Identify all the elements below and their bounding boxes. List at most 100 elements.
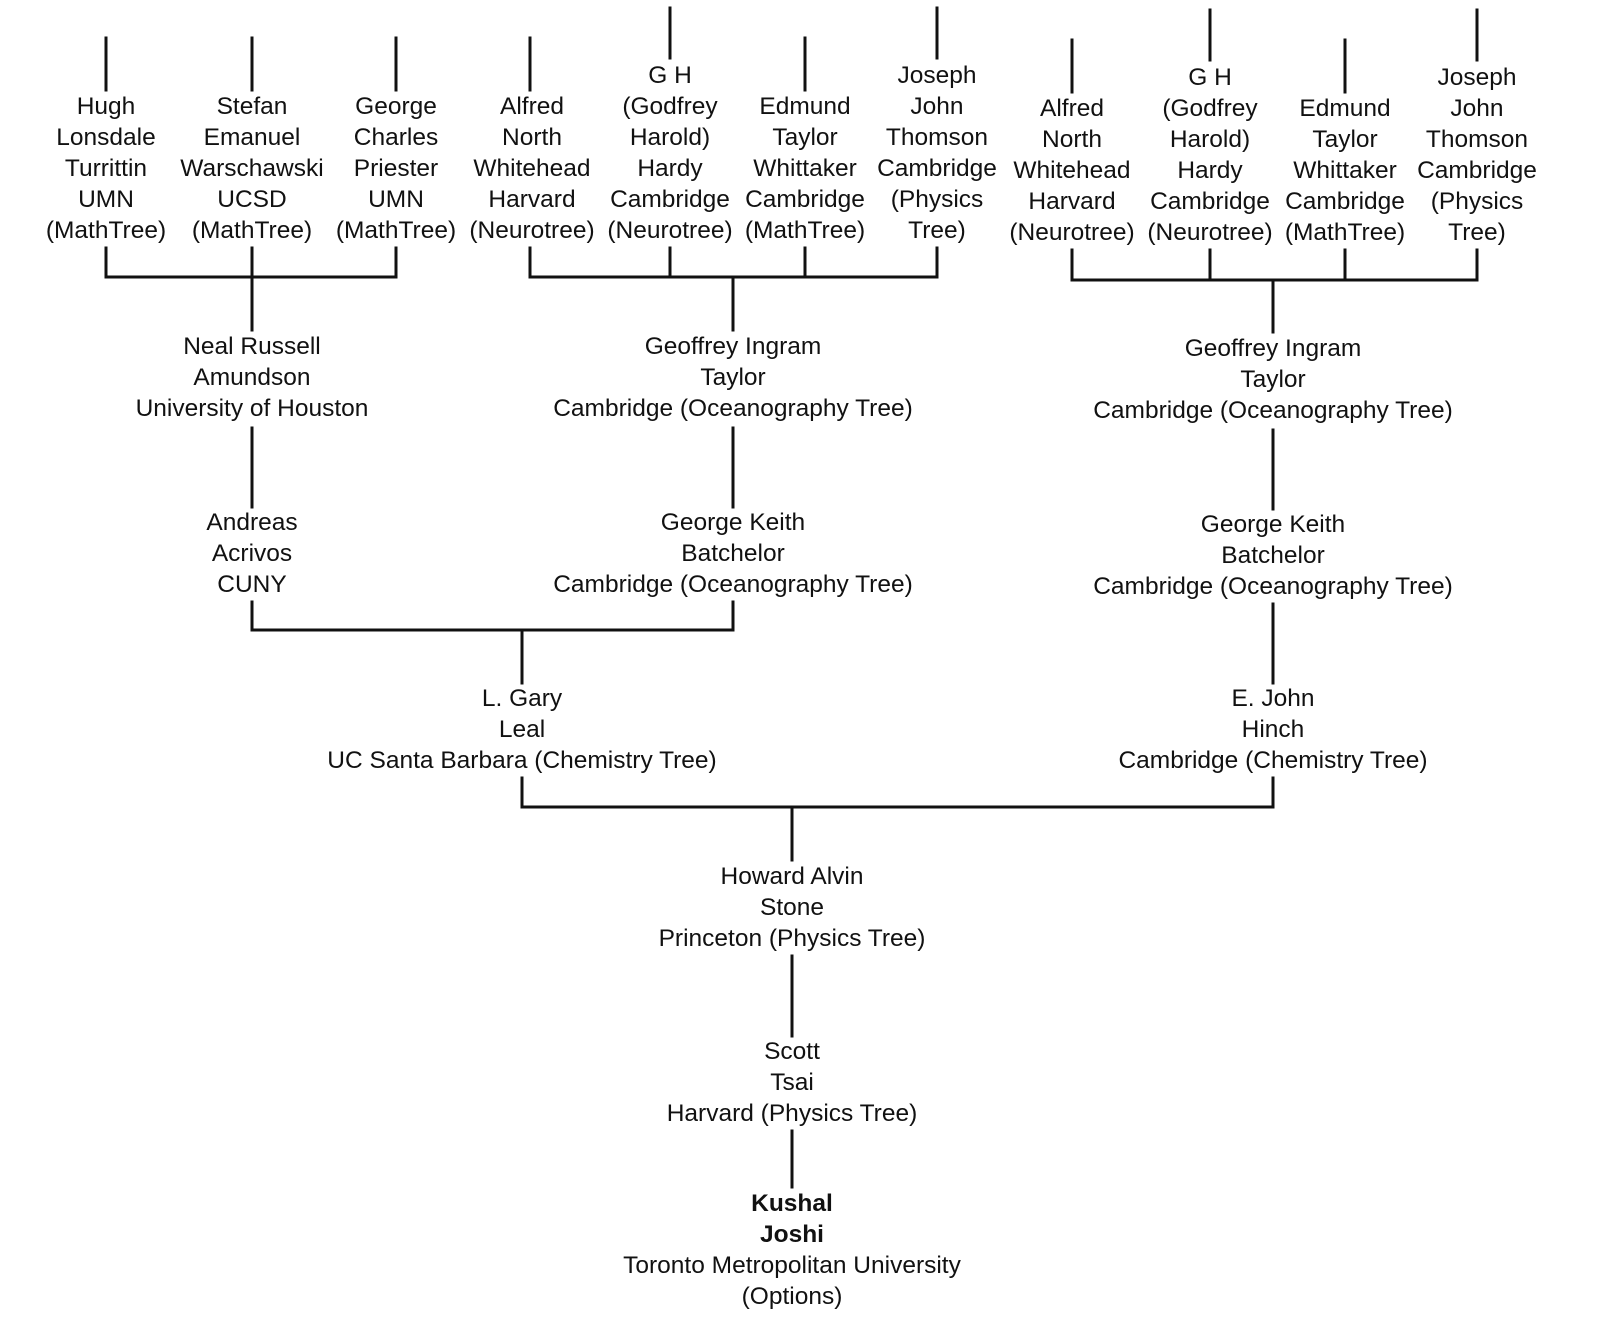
node-text-line: Stone bbox=[759, 894, 825, 921]
node-text-line: G H bbox=[1188, 64, 1232, 91]
node-text-line: Cambridge bbox=[1150, 188, 1270, 215]
node-text-line: Amundson bbox=[193, 364, 311, 391]
node-text-line: Cambridge bbox=[745, 186, 865, 213]
node-text-line: Joseph bbox=[1437, 64, 1517, 91]
node-text-line: Taylor bbox=[1240, 366, 1306, 393]
node-text-line: Harvard bbox=[488, 186, 576, 213]
node-text-line: Scott bbox=[764, 1038, 820, 1065]
node-text-line: Harvard (Physics Tree) bbox=[666, 1100, 918, 1127]
node-text-line: Hinch bbox=[1241, 716, 1305, 743]
node-text-line: North bbox=[502, 124, 562, 151]
node-text-line: Hugh bbox=[76, 93, 136, 120]
node-text-line: (MathTree) bbox=[335, 217, 457, 244]
node-text-line: Princeton (Physics Tree) bbox=[658, 925, 926, 952]
node-text-line: UC Santa Barbara (Chemistry Tree) bbox=[327, 747, 717, 774]
node-text-line: L. Gary bbox=[481, 685, 563, 712]
node-text-line: Harold) bbox=[1169, 126, 1251, 153]
node-text-line: Tree) bbox=[908, 217, 966, 244]
node-text-line: E. John bbox=[1231, 685, 1315, 712]
node-text-line: (Godfrey bbox=[622, 93, 718, 120]
node-text-line: Taylor bbox=[772, 124, 838, 151]
node-text-line: (Physics bbox=[1430, 188, 1524, 215]
node-text-line: John bbox=[1450, 95, 1504, 122]
node-text-line: Alfred bbox=[499, 93, 565, 120]
node-text-line: Alfred bbox=[1039, 95, 1105, 122]
node-text-line: Joshi bbox=[759, 1221, 824, 1248]
node-text-line: (MathTree) bbox=[744, 217, 866, 244]
node-text-line: G H bbox=[648, 62, 692, 89]
node-text-line: Harold) bbox=[629, 124, 711, 151]
node-text-line: Charles bbox=[353, 124, 439, 151]
node-text-line: (Godfrey bbox=[1162, 95, 1258, 122]
node-text-line: Thomson bbox=[885, 124, 989, 151]
node-text-line: UMN bbox=[368, 186, 424, 213]
node-text-line: Cambridge (Oceanography Tree) bbox=[553, 571, 913, 598]
node-text-line: John bbox=[910, 93, 964, 120]
node-text-line: Whittaker bbox=[753, 155, 857, 182]
node-text-line: Emanuel bbox=[203, 124, 301, 151]
node-text-line: Tree) bbox=[1448, 219, 1506, 246]
node-text-line: George bbox=[355, 93, 437, 120]
node-text-line: University of Houston bbox=[135, 395, 369, 422]
node-text-line: Edmund bbox=[759, 93, 851, 120]
node-text-line: (Neurotree) bbox=[1009, 219, 1135, 246]
node-text-line: UCSD bbox=[217, 186, 287, 213]
node-text-line: Taylor bbox=[700, 364, 766, 391]
node-text-line: Cambridge (Oceanography Tree) bbox=[553, 395, 913, 422]
node-text-line: Neal Russell bbox=[183, 333, 321, 360]
node-text-line: (Options) bbox=[741, 1283, 843, 1310]
node-text-line: Stefan bbox=[216, 93, 288, 120]
node-text-line: Hardy bbox=[637, 155, 703, 182]
node-text-line: Cambridge bbox=[1417, 157, 1537, 184]
node-text-line: Howard Alvin bbox=[720, 863, 864, 890]
node-text-line: UMN bbox=[78, 186, 134, 213]
node-text-line: North bbox=[1042, 126, 1102, 153]
node-text-line: CUNY bbox=[217, 571, 287, 598]
node-text-line: Harvard bbox=[1028, 188, 1116, 215]
node-text-line: Batchelor bbox=[681, 540, 785, 567]
node-text-line: Edmund bbox=[1299, 95, 1391, 122]
node-text-line: George Keith bbox=[660, 509, 806, 536]
node-text-line: Tsai bbox=[770, 1069, 814, 1096]
node-text-line: George Keith bbox=[1200, 511, 1346, 538]
node-text-line: (MathTree) bbox=[1284, 219, 1406, 246]
node-text-line: Andreas bbox=[206, 509, 298, 536]
node-text-line: Cambridge bbox=[877, 155, 997, 182]
node-text-line: Turrittin bbox=[64, 155, 148, 182]
node-text-line: Cambridge (Oceanography Tree) bbox=[1093, 397, 1453, 424]
node-text-line: Leal bbox=[498, 716, 546, 743]
node-text-line: Toronto Metropolitan University bbox=[623, 1252, 961, 1279]
node-text-line: Whittaker bbox=[1293, 157, 1397, 184]
node-text-line: (Neurotree) bbox=[607, 217, 733, 244]
node-text-line: (Physics bbox=[890, 186, 984, 213]
node-text-line: Thomson bbox=[1425, 126, 1529, 153]
node-text-line: (MathTree) bbox=[45, 217, 167, 244]
node-text-line: Batchelor bbox=[1221, 542, 1325, 569]
node-text-line: (Neurotree) bbox=[469, 217, 595, 244]
node-text-line: Whitehead bbox=[473, 155, 591, 182]
node-text-line: Joseph bbox=[897, 62, 977, 89]
node-text-line: Geoffrey Ingram bbox=[644, 333, 822, 360]
node-text-line: (MathTree) bbox=[191, 217, 313, 244]
node-text-line: Kushal bbox=[751, 1190, 833, 1217]
node-text-line: Acrivos bbox=[211, 540, 293, 567]
